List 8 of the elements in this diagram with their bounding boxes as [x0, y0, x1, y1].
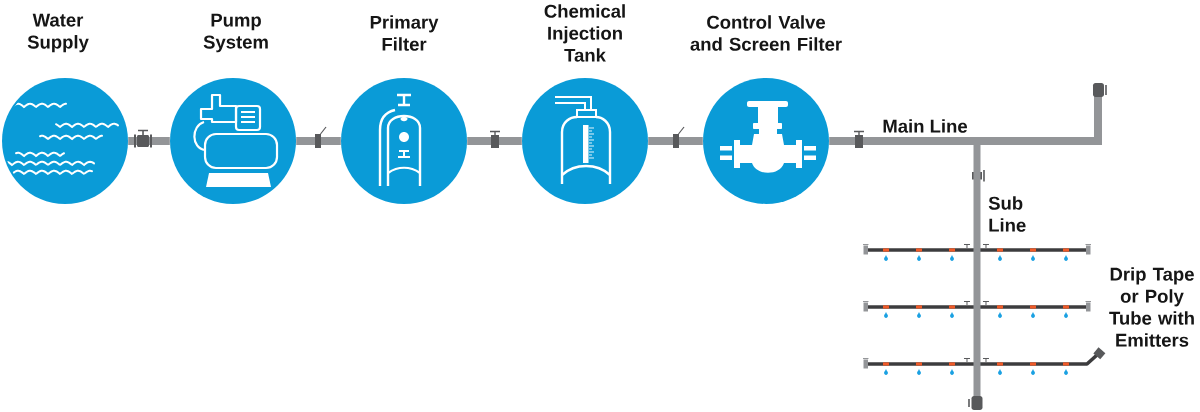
node-heading: Water Supply: [27, 13, 89, 53]
node-heading: Chemical Injection Tank: [544, 4, 625, 62]
node-heading: Control Valve and Screen Filter: [690, 15, 842, 51]
pipe-label: Drip Tape or Poly Tube with Emitters: [1109, 267, 1194, 347]
edge-label: Main Line: [881, 118, 969, 134]
node-heading: Pump System: [203, 13, 268, 53]
pipe-label: Sub Line: [988, 196, 1026, 232]
node-heading: Primary Filter: [370, 15, 439, 51]
